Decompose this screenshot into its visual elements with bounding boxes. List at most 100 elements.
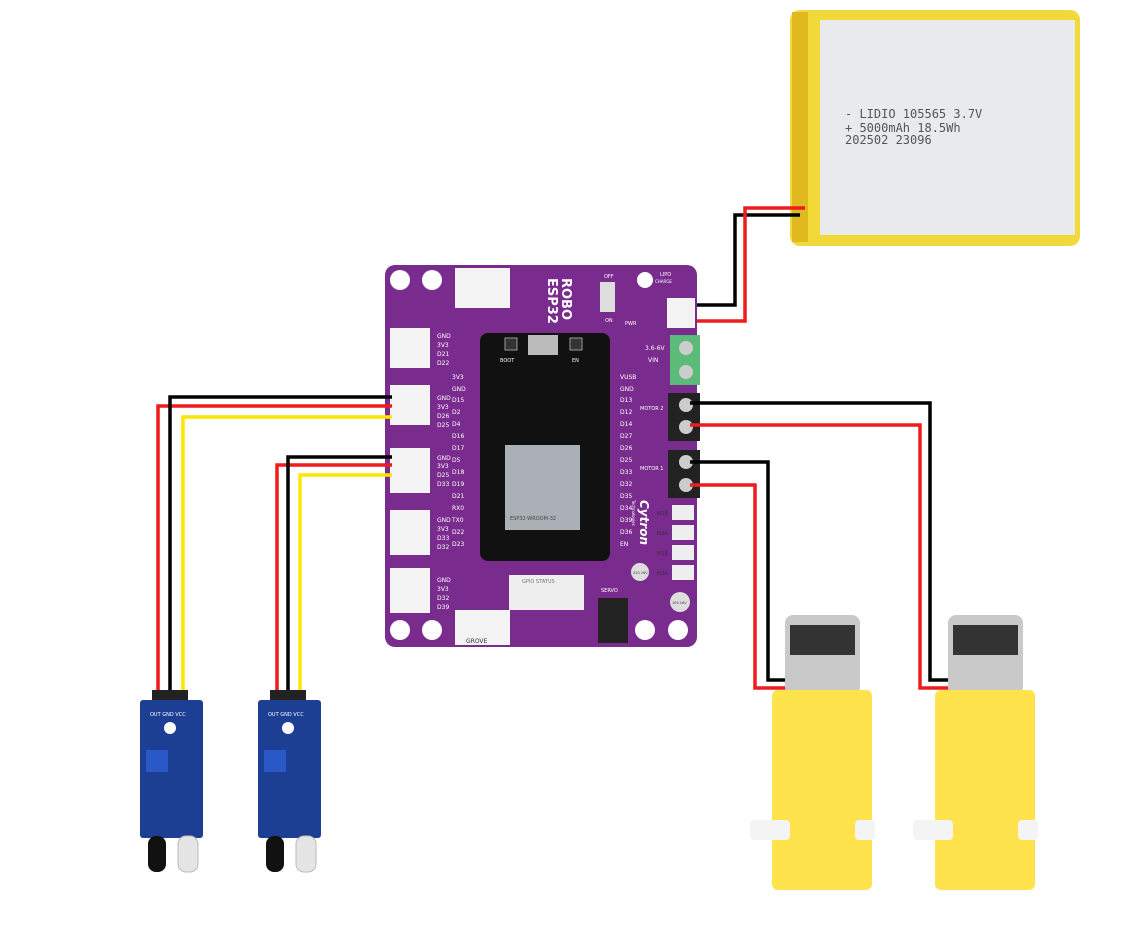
dc-gear-motor-right	[913, 615, 1038, 890]
button-m2a[interactable]	[672, 525, 694, 540]
svg-text:EN: EN	[620, 541, 628, 548]
svg-text:D33: D33	[437, 535, 449, 542]
switch-on-label: ON	[605, 318, 613, 324]
module-label: ESP32-WROOM-32	[510, 516, 556, 522]
lipo-battery: - LIDIO 105565 3.7V + 5000mAh 18.5Wh 202…	[790, 10, 1080, 246]
svg-text:D25: D25	[437, 422, 449, 429]
grove-connector[interactable]	[390, 328, 430, 368]
svg-text:D26: D26	[437, 413, 449, 420]
svg-text:D39: D39	[437, 604, 449, 611]
lipo-connector[interactable]	[667, 298, 695, 328]
grove-connector[interactable]	[390, 385, 430, 425]
svg-text:GND: GND	[452, 386, 466, 393]
capacitor	[631, 563, 649, 581]
motor-left-wire-red	[690, 483, 790, 690]
grove-connector[interactable]	[390, 510, 430, 555]
battery-wire-black	[695, 213, 800, 307]
svg-text:3V3: 3V3	[437, 586, 449, 593]
svg-text:D39: D39	[620, 517, 632, 524]
button-m1b[interactable]	[672, 545, 694, 560]
vin-range-label: 3.6-6V	[645, 345, 666, 352]
svg-text:D25: D25	[437, 472, 449, 479]
battery-label-line2: + 5000mAh 18.5Wh	[845, 121, 961, 135]
svg-text:3V3: 3V3	[437, 526, 449, 533]
button-m1a[interactable]	[672, 565, 694, 580]
button-label: M2A	[657, 531, 668, 537]
svg-text:D33: D33	[437, 481, 449, 488]
sensor1-wire-black	[168, 395, 392, 695]
svg-text:D35: D35	[620, 493, 632, 500]
svg-text:D34: D34	[620, 505, 632, 512]
sensor-pin-label: OUT GND VCC	[150, 712, 186, 718]
svg-text:D27: D27	[620, 433, 632, 440]
ir-receiver	[266, 836, 284, 872]
cytron-sub: Technologies	[631, 499, 636, 526]
grove-connector-bottom[interactable]	[455, 610, 510, 645]
lipo-label: LIPO	[660, 272, 671, 278]
sensor-pin-label: OUT GND VCC	[268, 712, 304, 718]
svg-text:D33: D33	[620, 469, 632, 476]
svg-text:D32: D32	[620, 481, 632, 488]
svg-text:GND: GND	[437, 395, 451, 402]
svg-text:D22: D22	[452, 529, 464, 536]
svg-text:D32: D32	[437, 595, 449, 602]
svg-text:3V3: 3V3	[437, 463, 449, 470]
svg-text:D18: D18	[452, 469, 464, 476]
button-m2b[interactable]	[672, 505, 694, 520]
sensor1-wire-red	[156, 404, 392, 695]
ir-emitter	[295, 835, 317, 873]
board-title-robo: ROBO	[558, 278, 573, 320]
svg-text:D2: D2	[452, 409, 461, 416]
grove-connector[interactable]	[390, 568, 430, 613]
servo-header[interactable]	[598, 598, 628, 643]
esp32-wroom-module	[505, 445, 580, 530]
svg-text:GND: GND	[437, 517, 451, 524]
motor1-label: MOTOR 1	[640, 466, 663, 472]
capacitor-label: 100 16V	[672, 601, 687, 605]
button-label: M1B	[657, 551, 668, 557]
motor-right-wire-red	[690, 423, 952, 690]
grove-connector-top[interactable]	[455, 268, 510, 308]
button-label: M2B	[657, 511, 668, 517]
svg-text:D16: D16	[452, 433, 464, 440]
motor-right-wire-black	[690, 401, 952, 682]
svg-text:GND: GND	[620, 386, 634, 393]
svg-text:3V3: 3V3	[437, 342, 449, 349]
svg-text:GND: GND	[437, 333, 451, 340]
switch-off-label: OFF	[604, 274, 614, 280]
vin-label: VIN	[648, 357, 658, 364]
ir-sensor-2: OUT GND VCC	[258, 690, 321, 873]
svg-text:D21: D21	[452, 493, 464, 500]
battery-label-line3: 202502 23096	[845, 133, 932, 147]
gpio-status-panel	[509, 575, 584, 610]
en-label: EN	[572, 358, 579, 364]
right-pin-labels: VUSBGNDD13D12D14D27D26D25D33D32D35D34D39…	[620, 374, 636, 548]
power-switch[interactable]	[600, 282, 615, 312]
button-label: M1A	[657, 571, 668, 577]
svg-text:GND: GND	[437, 577, 451, 584]
battery-label-line1: - LIDIO 105565 3.7V	[845, 107, 982, 121]
svg-text:D21: D21	[437, 351, 449, 358]
boot-label: BOOT	[500, 358, 515, 364]
svg-text:3V3: 3V3	[452, 374, 464, 381]
svg-text:D4: D4	[452, 421, 461, 428]
svg-text:3V3: 3V3	[437, 404, 449, 411]
en-button[interactable]	[569, 337, 583, 351]
svg-text:TX0: TX0	[451, 517, 464, 524]
cytron-logo: Cytron	[637, 500, 651, 545]
usb-port[interactable]	[528, 335, 558, 355]
motor-left-wire-black	[690, 460, 790, 682]
board-title-esp32: ESP32	[544, 278, 559, 324]
svg-text:D17: D17	[452, 445, 464, 452]
battery-wire-red	[695, 206, 805, 323]
charge-label: CHARGE	[655, 279, 672, 284]
svg-text:RX0: RX0	[452, 505, 464, 512]
boot-button[interactable]	[504, 337, 518, 351]
sensor1-wire-yellow	[181, 415, 392, 695]
svg-text:D32: D32	[437, 544, 449, 551]
grove-connector[interactable]	[390, 448, 430, 493]
svg-text:D5: D5	[452, 457, 461, 464]
svg-text:D12: D12	[620, 409, 632, 416]
